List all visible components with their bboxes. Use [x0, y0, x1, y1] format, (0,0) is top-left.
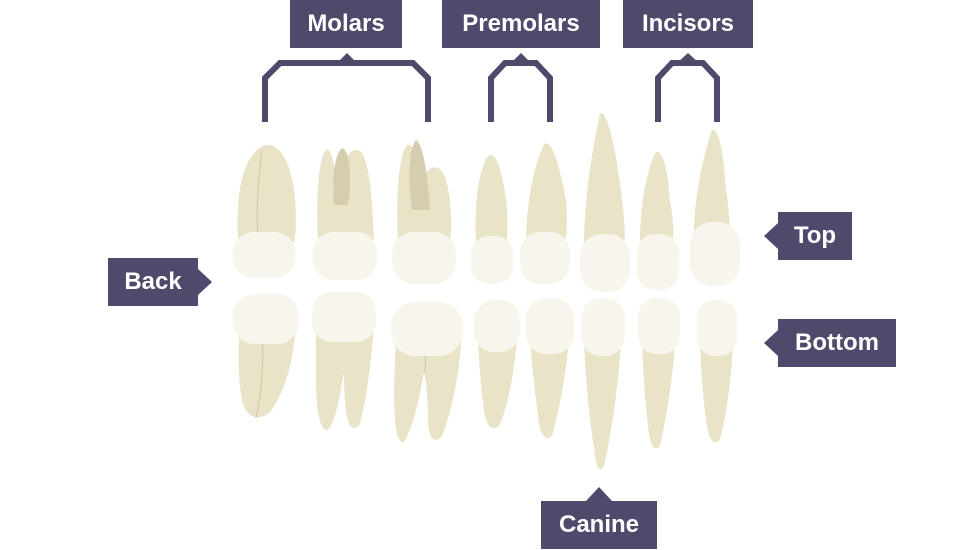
top-label: Top [778, 212, 852, 260]
bottom-incisor-1 [638, 298, 680, 449]
bottom-molar-3 [391, 302, 463, 443]
top-premolar-2 [520, 143, 570, 284]
bottom-premolar-1 [474, 300, 520, 428]
canine-label: Canine [541, 501, 657, 549]
top-canine [580, 113, 630, 292]
bottom-molar-1 [233, 294, 299, 419]
top-incisor-1 [637, 151, 679, 290]
molars-bracket [262, 60, 431, 122]
premolars-bracket [488, 60, 553, 122]
bottom-premolar-2 [526, 298, 574, 439]
top-molar-2 [313, 148, 377, 280]
top-molar-3 [392, 140, 456, 284]
canine-pointer [586, 487, 612, 501]
back-pointer [198, 269, 212, 295]
bottom-canine [581, 298, 625, 470]
incisors-label: Incisors [623, 0, 753, 48]
top-premolar-1 [471, 154, 513, 284]
bottom-molar-2 [312, 292, 376, 431]
molars-label: Molars [290, 0, 402, 48]
incisors-bracket [655, 60, 720, 122]
bottom-pointer [764, 330, 778, 356]
back-label: Back [108, 258, 198, 306]
top-incisor-2 [690, 129, 740, 286]
top-molar-1 [233, 144, 296, 278]
premolars-label: Premolars [442, 0, 600, 48]
bottom-label: Bottom [778, 319, 896, 367]
top-pointer [764, 223, 778, 249]
bottom-incisor-2 [697, 300, 737, 443]
